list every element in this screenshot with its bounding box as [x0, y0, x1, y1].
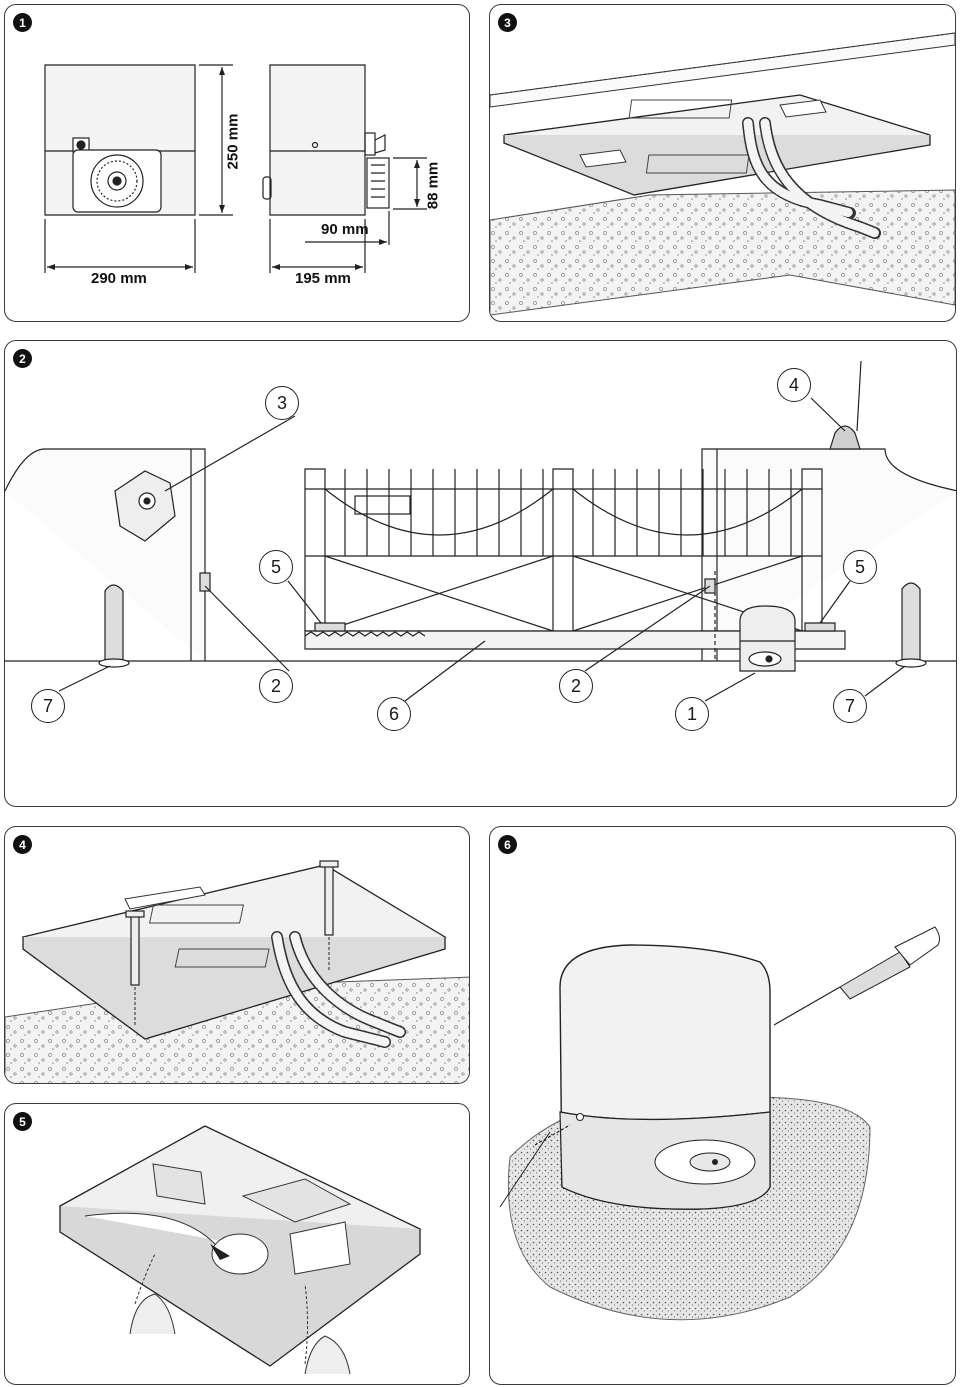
panel-3-base-plate: 3 [489, 4, 956, 322]
gate-installation-drawing [5, 360, 956, 702]
cable-routing-drawing [58, 1125, 422, 1375]
panel-number-badge: 6 [498, 835, 517, 854]
callout-limit-switch-right: 5 [843, 550, 877, 584]
dimension-height-label: 250 mm [224, 113, 242, 170]
base-plate-drawing [490, 32, 955, 316]
fixing-bolts-drawing [5, 860, 469, 1083]
callout-photocell-left: 2 [259, 669, 293, 703]
panel-1-dimensions: 1 [4, 4, 470, 322]
dimension-front-width-label: 290 mm [91, 270, 147, 287]
panel-number-badge: 4 [13, 835, 32, 854]
panel-number-badge: 2 [13, 349, 32, 368]
callout-motor: 1 [675, 697, 709, 731]
callout-flashing-light: 4 [777, 368, 811, 402]
dimension-offset-label: 90 mm [321, 221, 369, 238]
callout-post-photocell-left: 7 [31, 689, 65, 723]
motor-fitted-drawing [499, 926, 940, 1321]
panel-4-fixing-bolts: 4 [4, 826, 470, 1084]
callout-photocell-right: 2 [559, 669, 593, 703]
panel-6-motor-fitted: 6 [489, 826, 956, 1385]
dimension-side-width-label: 195 mm [295, 270, 351, 287]
callout-key-selector: 3 [265, 386, 299, 420]
panel-5-cable-routing: 5 [4, 1103, 470, 1385]
panel-number-badge: 5 [13, 1112, 32, 1131]
motor-dimension-drawing [44, 64, 427, 273]
callout-post-photocell-right: 7 [833, 689, 867, 723]
panel-2-gate-overview: 2 [4, 340, 957, 807]
panel-number-badge: 3 [498, 13, 517, 32]
panel-number-badge: 1 [13, 13, 32, 32]
callout-rack: 6 [377, 697, 411, 731]
dimension-rack-height-label: 88 mm [424, 161, 442, 210]
callout-limit-switch-left: 5 [259, 550, 293, 584]
